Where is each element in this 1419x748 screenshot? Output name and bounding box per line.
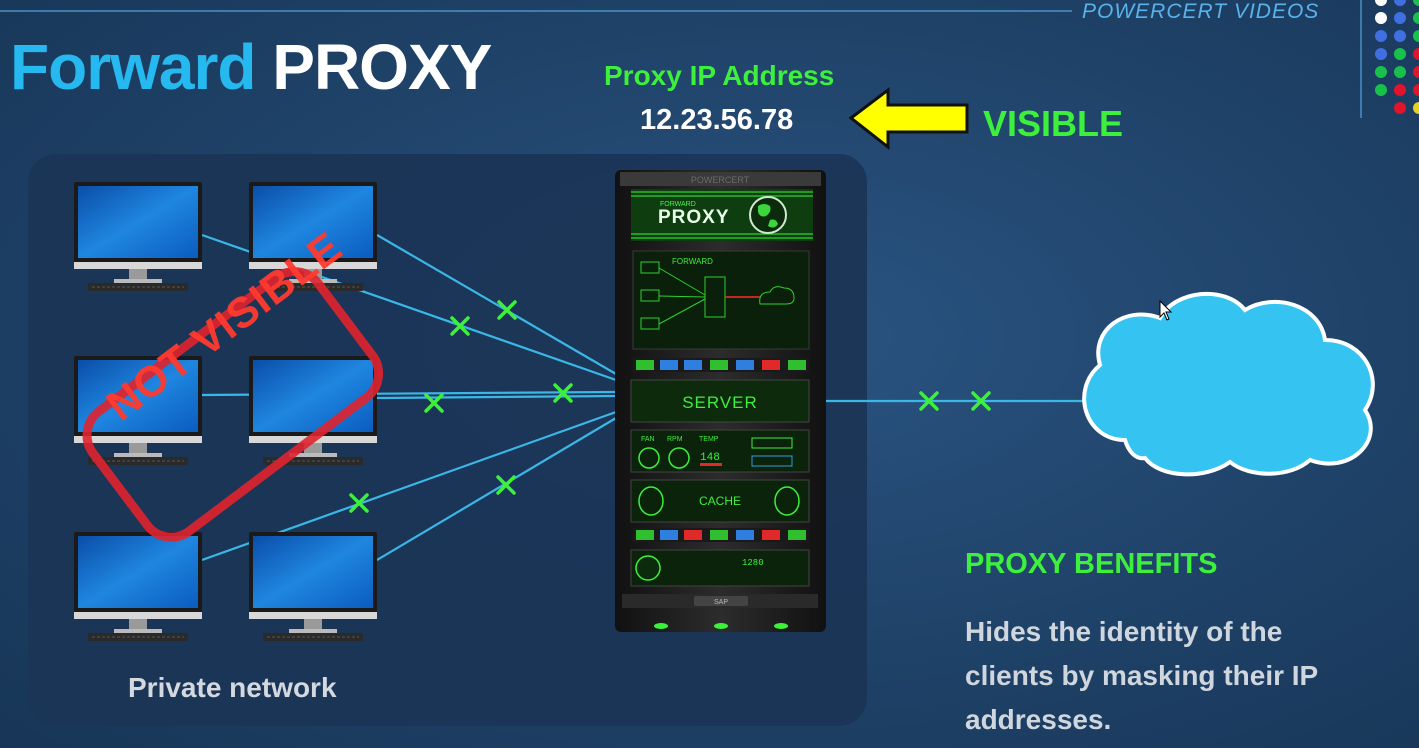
rack-bottom-label: SAP (714, 599, 728, 606)
proxy-ip-label: Proxy IP Address (604, 60, 835, 91)
database-icon (774, 486, 800, 516)
benefits-text: Hides the identity of the clients by mas… (965, 616, 1318, 735)
rack-temp-value: 148 (700, 452, 720, 464)
rack-counter-value: 1280 (742, 558, 764, 568)
title-part2: PROXY (272, 31, 492, 103)
private-network-label: Private network (128, 672, 337, 703)
title-part1: Forward (10, 31, 256, 103)
rack-rpm-label: RPM (667, 436, 683, 443)
network-lines (201, 233, 1088, 562)
not-visible-stamp-frame (82, 267, 384, 542)
brand-dot (1413, 30, 1419, 42)
brand-dot (1394, 84, 1406, 96)
visible-label: VISIBLE (983, 103, 1124, 144)
fan-icon (668, 447, 690, 469)
internet-cloud-icon (1082, 291, 1375, 477)
globe-icon (749, 196, 787, 234)
brand-logo-text: POWERCERT VIDEOS (1082, 0, 1320, 23)
connection-markers (349, 300, 991, 513)
rack-temp-label: TEMP (699, 436, 719, 443)
brand-dot (1394, 30, 1406, 42)
rack-diagram-label: FORWARD (672, 257, 713, 266)
brand-dot (1413, 48, 1419, 60)
rack-fan-label: FAN (641, 436, 655, 443)
rack-brand: POWERCERT (691, 175, 750, 185)
database-icon (638, 486, 664, 516)
benefits-title: PROXY BENEFITS (965, 548, 1218, 580)
proxy-ip-value: 12.23.56.78 (640, 104, 794, 136)
globe-icon (635, 555, 661, 581)
brand-dot (1375, 84, 1387, 96)
page-title: Forward PROXY (10, 30, 492, 104)
brand-dot (1375, 30, 1387, 42)
brand-dot (1413, 12, 1419, 24)
brand-dot (1394, 48, 1406, 60)
pointer-arrow-icon (848, 86, 969, 151)
brand-dot (1413, 66, 1419, 78)
cursor-icon (1159, 299, 1173, 321)
brand-dot (1394, 0, 1406, 6)
brand-dots (1375, 0, 1419, 114)
rack-header-big: PROXY (658, 207, 730, 228)
brand-dot (1375, 0, 1387, 6)
proxy-server-rack: POWERCERT FORWARD PROXY FORWARD (615, 170, 826, 632)
brand-dot (1413, 0, 1419, 6)
brand-dot (1413, 102, 1419, 114)
brand-dot (1394, 66, 1406, 78)
brand-dot (1375, 48, 1387, 60)
brand-dot (1375, 66, 1387, 78)
indicator-row (633, 528, 809, 542)
rack-cache-label: CACHE (699, 494, 741, 508)
rack-server-label: SERVER (682, 393, 758, 412)
brand-dot (1394, 102, 1406, 114)
fan-icon (638, 447, 660, 469)
brand-dot (1394, 12, 1406, 24)
rack-header-small: FORWARD (660, 201, 696, 208)
brand-dot (1413, 84, 1419, 96)
indicator-row (633, 358, 809, 372)
brand-dot (1375, 12, 1387, 24)
